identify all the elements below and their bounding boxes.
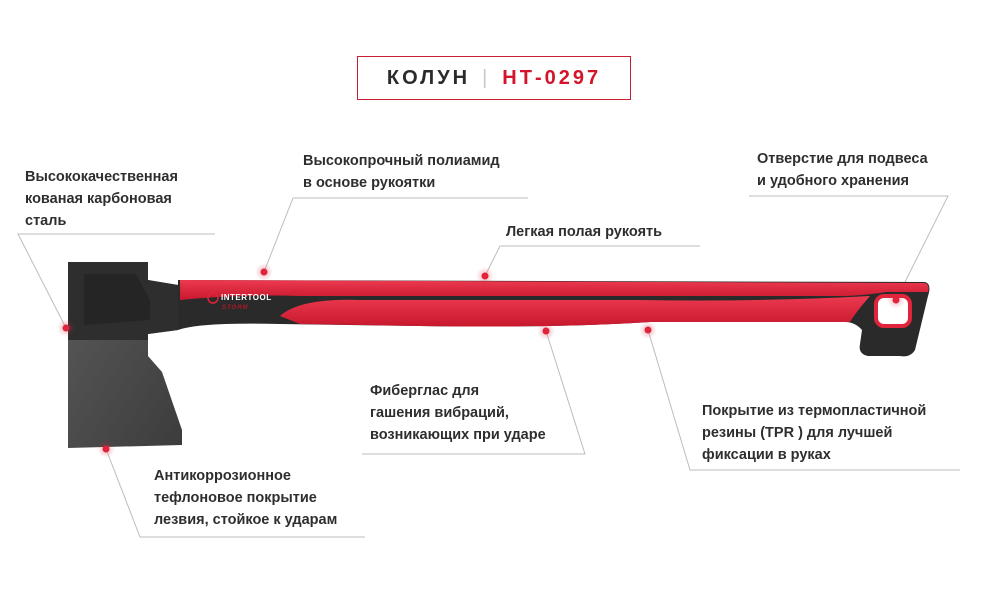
handle-red-top [180, 280, 929, 300]
title-separator: | [482, 66, 491, 89]
brand-logo: INTERTOOL [221, 293, 272, 302]
callout-fiberglass: Фиберглас для гашения вибраций, возникаю… [370, 383, 546, 443]
product-model: НТ-0297 [502, 66, 602, 89]
leader-tpr [647, 329, 960, 471]
callout-hollow: Легкая полая рукоять [506, 224, 663, 240]
leader-polyamide [263, 197, 528, 273]
callout-dots [57, 263, 905, 458]
callout-coating: Антикоррозионное тефлоновое покрытие лез… [154, 468, 338, 528]
leader-fiberglass [362, 330, 586, 455]
product-title: КОЛУН | НТ-0297 [357, 56, 631, 100]
leader-steel [17, 233, 215, 329]
leader-coating [105, 448, 365, 538]
leader-lines [17, 195, 960, 538]
callout-steel: Высококачественная кованая карбоновая ст… [25, 169, 178, 229]
callout-tpr: Покрытие из термопластичной резины (TPR … [702, 403, 927, 463]
brand-sub: STORM [222, 305, 249, 311]
leader-hole [749, 195, 949, 301]
callout-polyamide: Высокопрочный полиамид в основе рукоятки [303, 153, 500, 191]
callout-hole: Отверстие для подвеса и удобного хранени… [757, 151, 928, 189]
product-type: КОЛУН [386, 66, 471, 89]
leader-hollow [484, 245, 700, 277]
handle-red-grip [280, 296, 870, 327]
